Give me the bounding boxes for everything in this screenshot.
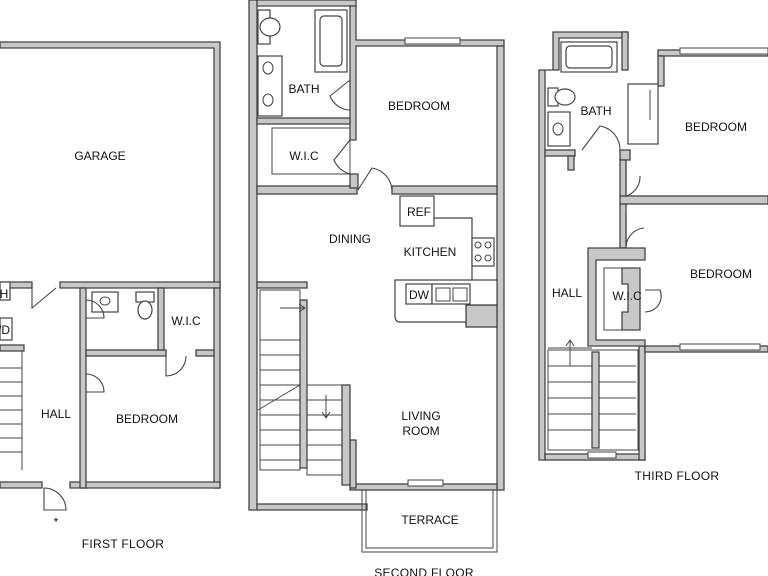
first-wd-label: /D [0,323,10,337]
dining-label: DINING [329,232,371,246]
living-label: LIVING [401,409,440,423]
first-bedroom-label: BEDROOM [116,412,178,426]
kitchen-label: KITCHEN [404,245,457,259]
first-wic-label: W.I.C [171,314,201,328]
first-hall-label: HALL [41,407,71,421]
kitchen-sink-icon [431,283,471,305]
second-bath-label: BATH [288,82,319,96]
stairs-icon [259,289,301,471]
stairs-icon [547,349,639,451]
wic-shelf [271,127,351,175]
first-floor-walls [0,41,221,289]
second-floor-title: SECOND FLOOR [374,566,474,576]
garage-label: GARAGE [74,149,125,163]
first-wh-label: H [0,287,8,301]
window [679,47,768,55]
first-floor-title: FIRST FLOOR [82,537,164,551]
third-wic-label: W.I.C [612,289,642,303]
door-icon [31,287,57,310]
third-floor-plan: BATH BEDROOM BEDROOM HALL W.I.C THIRD FL… [538,31,768,483]
third-hall-label: HALL [552,286,582,300]
first-floor-plan: GARAGE HALL BEDROOM W.I.C H /D * FIRST F… [0,41,221,551]
third-floor-title: THIRD FLOOR [635,469,720,483]
third-bedroom-1-label: BEDROOM [685,120,747,134]
third-bedroom-2-label: BEDROOM [690,267,752,281]
dw-label: DW [409,288,430,302]
entry-mark: * [54,515,59,529]
second-floor-plan: BATH BEDROOM W.I.C DINING KITCHEN REF DW… [248,0,505,576]
terrace-label: TERRACE [401,513,458,527]
ref-label: REF [407,205,431,219]
vanity-icon [257,55,283,117]
sink-icon [91,291,119,313]
third-bath-label: BATH [580,104,611,118]
second-wic-label: W.I.C [289,149,319,163]
second-floor-walls [248,0,258,511]
sink-icon [547,111,571,147]
refrigerator-icon [399,195,435,227]
cooktop-icon [471,237,495,267]
room-label: ROOM [402,424,439,438]
second-bedroom-label: BEDROOM [388,99,450,113]
window [404,37,461,45]
